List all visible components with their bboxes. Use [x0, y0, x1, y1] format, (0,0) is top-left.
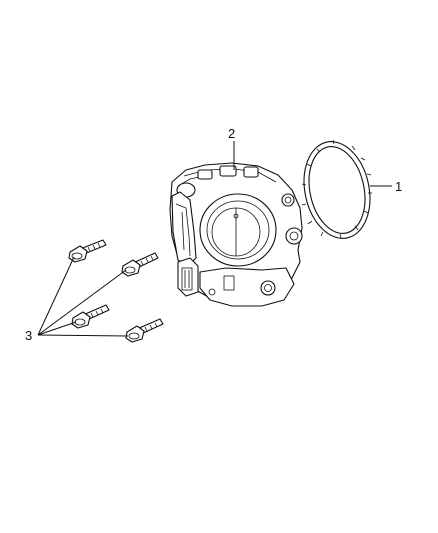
callout-1: 1 [395, 179, 402, 194]
callout-2: 2 [228, 126, 235, 141]
gasket-ring [301, 139, 372, 239]
leader-lines [37, 141, 392, 337]
throttle-body [169, 162, 303, 307]
callout-3: 3 [25, 328, 32, 343]
bolt [125, 318, 164, 343]
bolt [68, 239, 107, 263]
bolt [71, 304, 110, 329]
bolt [121, 252, 159, 277]
